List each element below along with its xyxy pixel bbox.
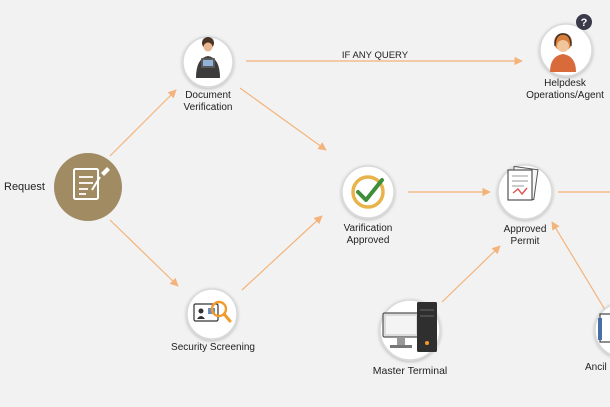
helpdesk-label-line-1: Helpdesk [544,78,586,89]
arrow-ancillary-to-permit [551,221,610,319]
document-officer-icon [196,37,220,78]
document-verification-node [182,36,234,88]
approved-permit-label: Approved Permit [488,224,562,248]
query-edge-label: IF ANY QUERY [342,50,409,61]
master-terminal-node [379,299,441,361]
arrow-request-to-document-verification [109,89,177,157]
id-card-magnifier-icon [193,300,232,323]
helpdesk-node: ? [539,14,593,77]
document-verification-label-line-1: Document [185,90,231,101]
question-mark-icon: ? [581,17,588,29]
form-icon [73,167,110,200]
approved-permit-label-line-2: Permit [510,236,540,247]
check-icon [351,175,385,209]
helpdesk-label-line-2: Operations/Agent [526,90,604,101]
arrow-document-to-verification-approved [239,87,327,151]
ancillary-label: Ancil [585,362,607,373]
verification-approved-label-line-1: Varification [343,223,393,234]
security-screening-node [186,288,238,340]
computer-terminal-icon [382,302,437,352]
security-screening-label: Security Screening [171,342,255,353]
flow-arrows [109,56,610,319]
permit-document-icon [507,165,539,201]
helpdesk-agent-icon: ? [550,14,592,72]
verification-approved-label-line-2: Approved [346,235,390,246]
document-verification-label-line-2: Verification [183,102,233,113]
master-terminal-label: Master Terminal [372,365,448,377]
arrow-master-terminal-to-permit [441,245,501,303]
request-label: Request [4,181,45,193]
verification-approved-node [341,165,395,219]
approved-permit-label-line-1: Approved [503,224,547,235]
arrow-security-to-verification-approved [241,215,323,291]
helpdesk-label: Helpdesk Operations/Agent [520,78,610,102]
verification-approved-label: Varification Approved [328,223,408,247]
document-verification-label: Document Verification [168,90,248,114]
arrow-request-to-security-screening [109,219,179,287]
request-node [54,153,122,221]
approved-permit-node [497,164,553,220]
ancillary-node [594,304,610,356]
